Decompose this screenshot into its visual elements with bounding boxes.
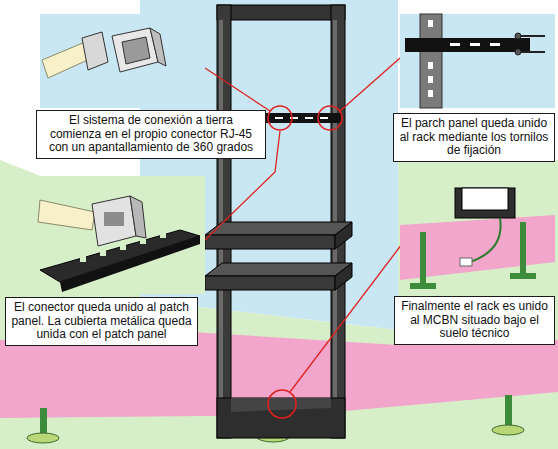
callout-circle-part (318, 106, 342, 130)
callout-text: El sistema de conexión a tierra comienza… (42, 114, 260, 155)
callout-text: Finalmente el rack es unido al MCBN situ… (400, 300, 549, 341)
floor-pedestal-part (27, 433, 59, 443)
inset-rack-mount-part (515, 33, 521, 39)
inset-panel-connector-part (130, 196, 146, 238)
callout-box: El conector queda unido al patch panel. … (5, 297, 198, 346)
inset-rack-mount-part (470, 43, 480, 46)
inset-rack-mount-part (428, 20, 433, 97)
callout-text: El parch panel queda unido al rack media… (399, 117, 549, 158)
rack-part (205, 276, 335, 290)
inset-panel-connector-part (104, 212, 124, 226)
inset-ground-bond-part (460, 258, 472, 266)
inset-connector-part (40, 14, 205, 108)
background-part (0, 300, 558, 449)
inset-rack-mount-part (428, 76, 433, 83)
inset-panel-connector-part (100, 250, 106, 256)
inset-rack-mount-part (428, 20, 433, 27)
inset-rack-mount-part (490, 43, 500, 46)
inset-ground-bond (400, 188, 555, 292)
inset-panel-connector-part (60, 236, 200, 292)
rack-part (333, 20, 337, 400)
inset-connector-part (150, 28, 166, 66)
inset-rack-mount-part (428, 62, 433, 69)
inset-ground-bond-part (420, 232, 426, 287)
inset-panel-connector-part (38, 200, 95, 230)
inset-rack-mount-part (515, 49, 521, 55)
inset-connector-part (122, 37, 150, 64)
inset-panel-connector-part (80, 256, 86, 262)
rack-part (335, 222, 352, 249)
patch-panel-part (275, 117, 283, 119)
inset-panel-connector-part (120, 244, 126, 250)
patch-panel-part (266, 113, 342, 123)
inset-panel-connector-part (140, 238, 146, 244)
callout-circle-part (268, 106, 292, 130)
inset-rack-mount-part (520, 35, 545, 37)
callout-circle-part (268, 390, 296, 418)
inset-connector-part (82, 32, 108, 70)
rack (205, 5, 352, 438)
rack-part (231, 398, 331, 412)
inset-rack-mount-part (515, 33, 545, 55)
inset-connector (40, 14, 205, 108)
inset-rack-mount-part (450, 43, 460, 46)
inset-rack-mount-part (428, 90, 433, 97)
inset-rack-mount-part (400, 14, 555, 108)
inset-rack-mount-part (405, 38, 530, 52)
rack-part (205, 235, 335, 249)
rack-part (205, 263, 352, 276)
inset-ground-bond-part (470, 218, 501, 262)
floor-pedestal-part (492, 425, 524, 435)
inset-rack-mount-part (420, 14, 442, 108)
patch-panel-part (305, 117, 313, 119)
inset-rack-mount-part (520, 51, 545, 53)
patch-panel (266, 113, 342, 123)
inset-rack-mount-part (450, 43, 500, 46)
inset-ground-bond-part (510, 273, 536, 279)
rack-part (217, 5, 345, 20)
rack-part (335, 263, 352, 290)
patch-panel-part (320, 117, 328, 119)
inset-ground-bond-part (455, 188, 515, 218)
inset-panel-connector-part (160, 232, 166, 238)
inset-ground-bond-part (400, 188, 555, 292)
leader-line-part (205, 68, 270, 111)
inset-panel-connector-part (35, 176, 205, 294)
inset-ground-bond-part (410, 283, 436, 289)
rack-part (205, 222, 352, 235)
leader-line-part (290, 240, 405, 392)
inset-ground-bond-part (520, 222, 526, 277)
callout-box: El sistema de conexión a tierra comienza… (36, 110, 266, 159)
leader-line-part (340, 58, 400, 111)
inset-panel-connector-part (92, 196, 136, 246)
callout-box: Finalmente el rack es unido al MCBN situ… (394, 296, 555, 345)
callout-text: El conector queda unido al patch panel. … (11, 301, 192, 342)
callout-box: El parch panel queda unido al rack media… (393, 113, 555, 162)
inset-rack-mount (400, 14, 555, 108)
inset-ground-bond-part (462, 188, 508, 210)
inset-panel-connector (35, 176, 205, 294)
leader-line (205, 58, 405, 392)
